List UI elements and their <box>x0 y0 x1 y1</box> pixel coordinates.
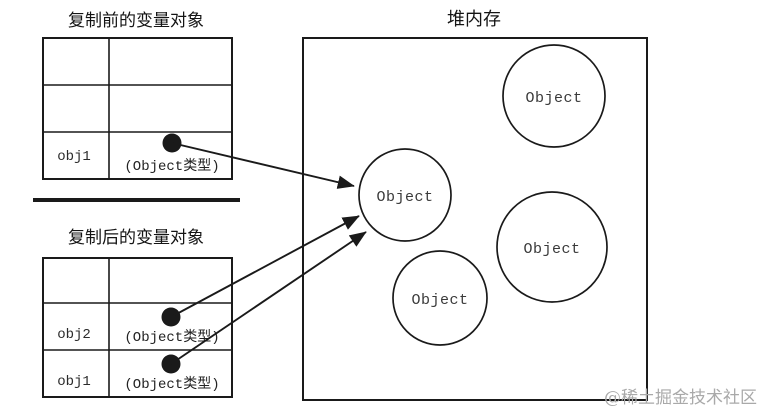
heap-object-middle-left: Object <box>358 148 452 242</box>
after-table-border <box>42 257 233 398</box>
after-obj2-var-label: obj2 <box>57 327 91 343</box>
before-copy-table: obj1 (Object类型) <box>42 37 233 180</box>
arrow-after-obj2-to-object <box>170 215 360 318</box>
heap-memory-border <box>302 37 648 401</box>
before-obj1-type-label: (Object类型) <box>124 158 219 175</box>
after-copy-table: obj2 (Object类型) obj1 (Object类型) <box>42 257 233 398</box>
before-obj1-var-label: obj1 <box>57 149 91 165</box>
object-circle <box>496 191 608 303</box>
before-table-border <box>42 37 233 180</box>
watermark-text: @稀土掘金技术社区 <box>604 388 757 408</box>
heap-memory-title: 堆内存 <box>447 9 501 30</box>
object-circle-label: Object <box>411 292 468 309</box>
object-circle <box>502 44 606 148</box>
object-circle-label: Object <box>376 189 433 206</box>
after-copy-title: 复制后的变量对象 <box>68 228 204 248</box>
arrow-before-obj1-to-object <box>171 142 355 189</box>
before-copy-title: 复制前的变量对象 <box>68 11 204 31</box>
after-obj1-var-label: obj1 <box>57 374 91 390</box>
after-obj2-type-label: (Object类型) <box>124 329 219 346</box>
heap-object-top-right: Object <box>502 44 606 148</box>
heap-object-middle-right: Object <box>496 191 608 303</box>
object-circle-label: Object <box>523 241 580 258</box>
object-circle <box>392 250 488 346</box>
object-circle <box>358 148 452 242</box>
object-circle-label: Object <box>525 90 582 107</box>
after-obj1-type-label: (Object类型) <box>124 376 219 393</box>
heap-object-bottom-left: Object <box>392 250 488 346</box>
arrow-after-obj1-to-object <box>170 231 367 365</box>
